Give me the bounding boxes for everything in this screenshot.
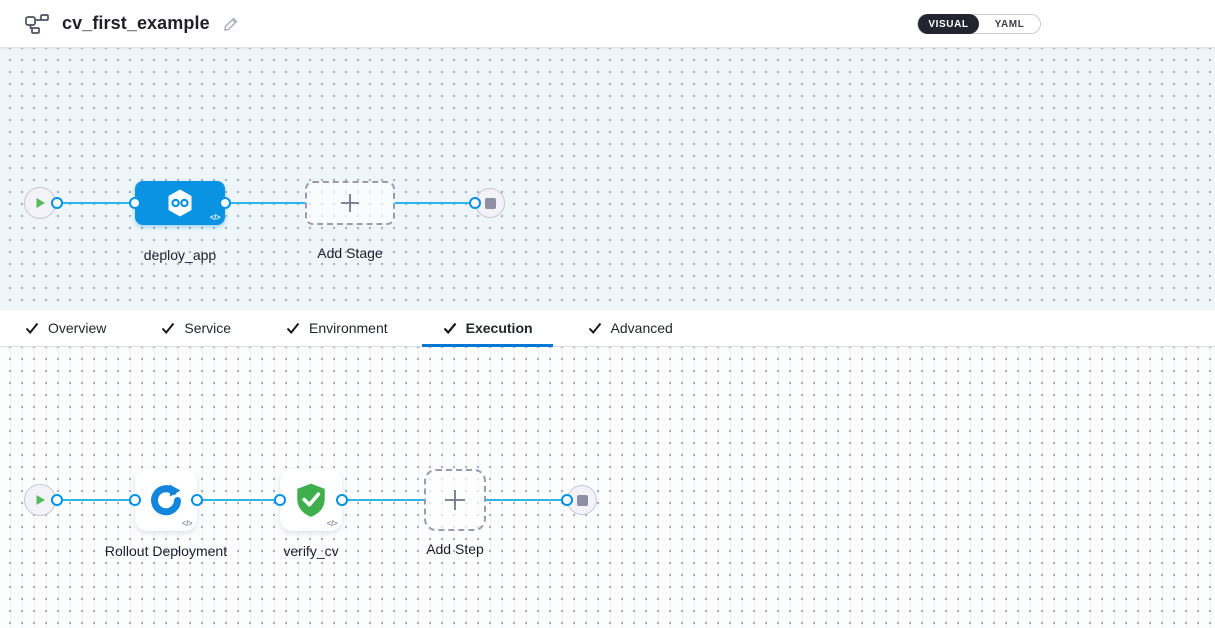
code-icon: </>	[209, 213, 221, 222]
step-verify-cv[interactable]: </>	[280, 469, 342, 531]
code-icon: </>	[181, 519, 193, 528]
add-step-label: Add Step	[426, 541, 484, 557]
tab-service[interactable]: Service	[140, 310, 251, 346]
play-icon	[36, 495, 45, 505]
stage-canvas: </> deploy_app Add Stage	[0, 48, 1215, 309]
plus-icon	[445, 490, 465, 510]
pipeline-header: cv_first_example VISUAL YAML	[0, 0, 1215, 48]
check-icon	[162, 322, 175, 335]
execution-canvas: </> Rollout Deployment </> verify_cv Add…	[0, 347, 1215, 628]
stage-label: deploy_app	[143, 247, 217, 263]
tab-environment[interactable]: Environment	[265, 310, 408, 346]
stage-deploy-app[interactable]: </>	[135, 181, 225, 225]
stage-config-tabs: Overview Service Environment Execution A…	[0, 309, 1215, 347]
check-icon	[443, 322, 456, 335]
stop-icon	[484, 197, 496, 209]
yaml-toggle-button[interactable]: YAML	[979, 14, 1040, 34]
check-icon	[286, 322, 300, 335]
edit-title-icon[interactable]	[222, 15, 240, 33]
rollout-deployment-icon	[151, 484, 181, 516]
add-stage-label: Add Stage	[317, 245, 383, 261]
check-icon	[25, 322, 39, 335]
edge	[57, 202, 135, 204]
edge-port	[129, 494, 141, 506]
add-step-button[interactable]	[424, 469, 486, 531]
edge-port	[51, 494, 63, 506]
step-rollout-deployment[interactable]: </>	[135, 469, 197, 531]
tab-label: Service	[184, 320, 232, 336]
shield-check-icon	[297, 483, 325, 517]
edge-port	[274, 494, 286, 506]
tab-advanced[interactable]: Advanced	[567, 310, 693, 346]
execution-start-node	[24, 484, 56, 516]
edge	[197, 499, 280, 501]
pipeline-start-node	[24, 187, 56, 219]
edge	[342, 499, 424, 501]
code-icon: </>	[326, 519, 338, 528]
play-icon	[36, 198, 45, 208]
view-mode-toggle: VISUAL YAML	[917, 14, 1041, 34]
tab-label: Execution	[465, 320, 533, 336]
pipeline-title: cv_first_example	[62, 13, 210, 33]
edge-port	[219, 197, 231, 209]
plus-icon	[341, 194, 359, 212]
check-icon	[588, 322, 601, 335]
cd-hexagon-icon	[168, 189, 192, 217]
add-stage-button[interactable]	[305, 181, 395, 225]
edge-port	[561, 494, 573, 506]
tab-execution[interactable]: Execution	[421, 310, 553, 347]
edge-port	[51, 197, 63, 209]
pipeline-graph-icon	[24, 13, 50, 35]
edge	[486, 499, 567, 501]
visual-toggle-button[interactable]: VISUAL	[918, 14, 979, 34]
edge-port	[191, 494, 203, 506]
edge	[395, 202, 475, 204]
edge-port	[469, 197, 481, 209]
tab-overview[interactable]: Overview	[4, 310, 126, 346]
edge	[225, 202, 305, 204]
tab-label: Overview	[48, 320, 107, 336]
step-label: verify_cv	[283, 543, 339, 559]
stop-icon	[576, 494, 588, 506]
edge	[57, 499, 135, 501]
edge-port	[336, 494, 348, 506]
tab-label: Environment	[309, 320, 388, 336]
tab-label: Advanced	[610, 320, 673, 336]
edge-port	[129, 197, 141, 209]
step-label: Rollout Deployment	[104, 543, 228, 559]
